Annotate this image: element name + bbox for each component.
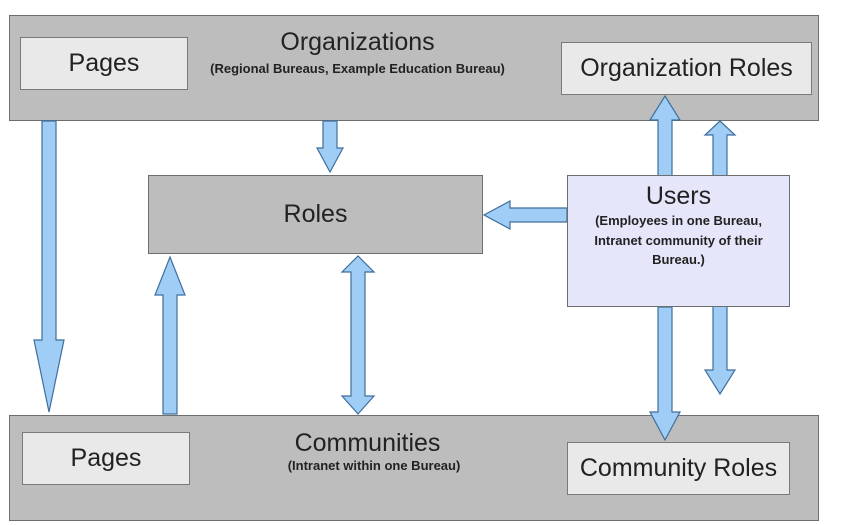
arrow-org-to-roles (315, 120, 345, 174)
organization-roles-box (561, 42, 812, 95)
arrow-users-to-roles (482, 199, 568, 231)
roles-box (148, 175, 483, 254)
organizations-pages-box (20, 37, 188, 90)
organization-roles-label: Organization Roles (580, 54, 793, 82)
organizations-pages-label: Pages (68, 49, 140, 77)
arrow-org-to-communities (33, 120, 65, 413)
users-subtitle-line2: Intranet community of their (594, 233, 763, 248)
organizations-title: Organizations (280, 28, 435, 56)
roles-label: Roles (283, 200, 348, 228)
arrow-users-to-org-roles (648, 94, 682, 178)
arrow-users-to-org-roles-2 (703, 120, 737, 178)
community-roles-box (567, 442, 790, 495)
arrow-roles-communities-double (340, 255, 376, 415)
communities-subtitle: (Intranet within one Bureau) (287, 458, 461, 473)
organizations-subtitle: (Regional Bureaus, Example Education Bur… (210, 61, 505, 76)
communities-title: Communities (294, 429, 441, 457)
users-subtitle-line3: Bureau.) (652, 252, 705, 267)
users-title: Users (645, 182, 712, 210)
arrow-communities-to-roles (154, 255, 186, 415)
users-subtitle-line1: (Employees in one Bureau, (595, 213, 762, 228)
communities-pages-label: Pages (70, 444, 142, 472)
communities-pages-box (22, 432, 190, 485)
users-box (567, 175, 790, 307)
community-roles-label: Community Roles (579, 454, 778, 482)
arrow-users-to-community-roles (648, 306, 682, 442)
